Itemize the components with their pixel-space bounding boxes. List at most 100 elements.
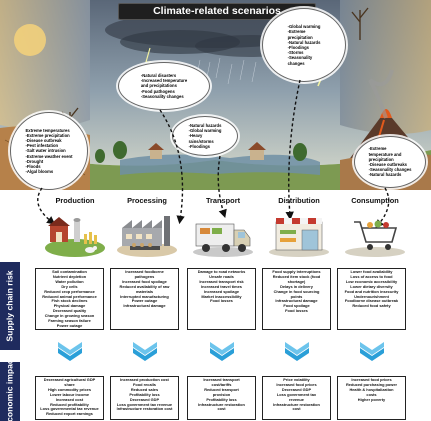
list-item: -Extreme (287, 29, 306, 35)
list-item: Reduced sales (130, 386, 159, 392)
list-item: High commodity prices (47, 386, 92, 392)
list-item: -Extreme weather event (25, 153, 73, 159)
chevron-down-icon (210, 342, 234, 361)
list-item: -Natural hazards (188, 122, 222, 128)
list-item: Increased food spoilage (122, 278, 167, 284)
list-item: cost/tariffs (211, 381, 232, 387)
list-item: Decreased agricultural GDP (43, 377, 96, 382)
list-item: Low economic accessibility (345, 278, 398, 284)
list-item: revenue (289, 396, 304, 402)
list-item: Increased food prices (276, 381, 317, 387)
list-item: Decreased GDP (129, 396, 160, 402)
list-item: -Algal blooms (25, 169, 54, 175)
list-item: Increased production cost (120, 377, 169, 382)
list-item: Change in growing season (44, 313, 95, 319)
list-item: Interrupted manufacturing (120, 293, 169, 299)
list-item: -Pest infestation (25, 143, 59, 149)
list-item: Higher poverty (357, 396, 386, 402)
stage-transport: Transport (188, 196, 258, 260)
list-item: Increased transport risk (199, 278, 244, 284)
list-item: -Natural hazards (287, 39, 321, 45)
list-item: Unsafe roads (209, 273, 234, 279)
list-item: -Floodings (287, 45, 309, 50)
list-item: temperature and (368, 151, 402, 157)
climate-cloud-processing: -Natural disasters-Increased temperature… (118, 62, 210, 110)
list-item: Farming season failure (48, 318, 91, 324)
list-item: Lower food availability (350, 269, 393, 274)
list-item: materials (135, 288, 154, 294)
list-item: Change in food sourcing (273, 288, 320, 294)
stage-title: Transport (205, 196, 241, 205)
list-item: Infrastructure restoration cost (116, 406, 173, 412)
list-item: Infrastructure restoration (273, 401, 320, 407)
list-item: Undernourishment (354, 293, 389, 299)
stage-distribution: Distribution (264, 196, 334, 260)
list-item: -Seasonality (287, 55, 313, 61)
stage-title: Consumption (351, 196, 399, 205)
list-item: provision (212, 391, 231, 397)
stage-production: Production (40, 196, 110, 260)
list-item: shortage) (287, 278, 306, 284)
list-item: Food supply interruptions (272, 269, 321, 274)
list-item: Reduced availability of raw (119, 283, 170, 289)
list-item: Lower labour income (49, 391, 90, 397)
list-item: -Heavy (188, 133, 203, 139)
list-item: -Natural hazards (368, 172, 402, 178)
list-item: Reduced transport (204, 386, 239, 392)
list-item: and precipitations (140, 83, 177, 89)
list-item: Food losses (285, 308, 308, 314)
chevron-down-icon (360, 342, 384, 361)
list-item: Power outage (131, 298, 158, 304)
list-item: Foodborne disease outbreak (344, 298, 399, 304)
list-item: Market inaccessibility (201, 293, 242, 299)
list-item: changes (287, 60, 305, 66)
list-item: precipitation (287, 34, 313, 40)
list-item: points (290, 293, 303, 299)
list-item: Increased travel times (201, 283, 242, 289)
list-item: Food and nutrition insecurity (344, 288, 399, 294)
list-item: pathogens (134, 273, 155, 279)
list-item: -Floodings (188, 143, 210, 149)
list-item: Infrastructural damage (123, 303, 166, 309)
chevron-down-icon (133, 342, 157, 361)
list-item: -Seasonality changes (368, 167, 412, 173)
list-item: costs (366, 391, 377, 397)
list-item: Increased food prices (351, 377, 392, 382)
list-item: Increased foodborne (125, 269, 164, 274)
list-item: Profitability loss (129, 391, 160, 397)
list-item: Loss government tax revenue (116, 401, 173, 407)
climate-scenery: Climate-related scenarios Extreme temper… (0, 0, 431, 190)
list-item: -Floods (25, 164, 41, 169)
side-label-text: Supply chain risk (5, 270, 16, 342)
list-item: Price volatility (283, 377, 310, 382)
list-item: -Extreme (368, 146, 387, 152)
supply-chain-risk-label: Supply chain risk (0, 262, 20, 350)
cloud-list: -Natural disasters-Increased temperature… (141, 73, 187, 99)
list-item: Reduced profitability (50, 401, 89, 407)
store-icon (269, 218, 329, 257)
list-item: Delays in delivery (280, 283, 313, 289)
cloud-list: Extreme temperatures-Extreme precipitati… (25, 128, 72, 175)
list-item: Food recalls (133, 381, 156, 387)
list-item: Increased transport (203, 377, 240, 382)
list-item: Reduced item stock (food (272, 273, 321, 279)
list-item: Loss government tax (276, 391, 317, 397)
list-item: Increased spoilage (203, 288, 240, 294)
side-label-text: Economic impact (5, 355, 15, 421)
stage-title: Distribution (278, 196, 320, 205)
list-item: cost (292, 406, 301, 412)
